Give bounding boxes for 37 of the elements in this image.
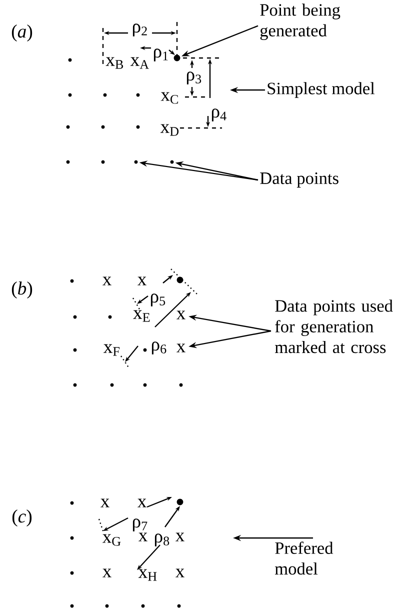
panel-label: ρ$_{7}$ [132, 518, 148, 532]
cross-mark: x [176, 310, 186, 320]
annotation-text: Point being generated [260, 4, 340, 40]
panel-label: x$_{E}$ [133, 310, 150, 322]
panel-label: x [138, 276, 146, 286]
panel-label: ρ$_{6}$ [152, 342, 166, 354]
panel-label: (a) [12, 24, 32, 42]
panel-label: ρ$_{3}$ [186, 72, 202, 84]
panel-label: ρ$_{5}$ [150, 294, 166, 306]
panel-label: x$_{G}$ [102, 534, 121, 546]
panel-label: x$_{H}$ [138, 569, 157, 581]
annotation-text: Simplest model [268, 82, 375, 98]
panel-label: x$_{A}$ [130, 57, 149, 69]
panel-label: x [138, 498, 146, 508]
annotation-text: Data points [260, 172, 338, 188]
panel-label: ρ$_{1}$ [154, 48, 168, 62]
panel-label: x [176, 532, 184, 542]
data-point [170, 160, 174, 164]
panel-label: x$_{D}$ [160, 124, 179, 136]
cross-mark: x [176, 344, 186, 352]
panel-label: x [138, 532, 148, 542]
annotation-text: Data points used for generation marked at cross [274, 300, 393, 354]
panel-label: ρ$_{8}$ [154, 534, 170, 546]
data-point [174, 54, 180, 62]
panel-label: ρ$_{4}$ [212, 108, 226, 122]
panel-label: x$_{F}$ [104, 344, 120, 356]
panel-label: x [102, 568, 112, 578]
panel-label: ρ$_{2}$ [132, 24, 147, 36]
panel-label: x [100, 498, 110, 508]
panel-label: x$_{C}$ [160, 92, 178, 104]
panel-label: x [102, 276, 112, 286]
panel-label: (b) [12, 282, 32, 298]
panel-label: x [176, 568, 184, 578]
panel-label: (c) [12, 510, 32, 526]
panel-label: x$_{B}$ [106, 57, 124, 69]
data-point [134, 160, 138, 164]
annotation-text: Prefered model [274, 542, 334, 575]
